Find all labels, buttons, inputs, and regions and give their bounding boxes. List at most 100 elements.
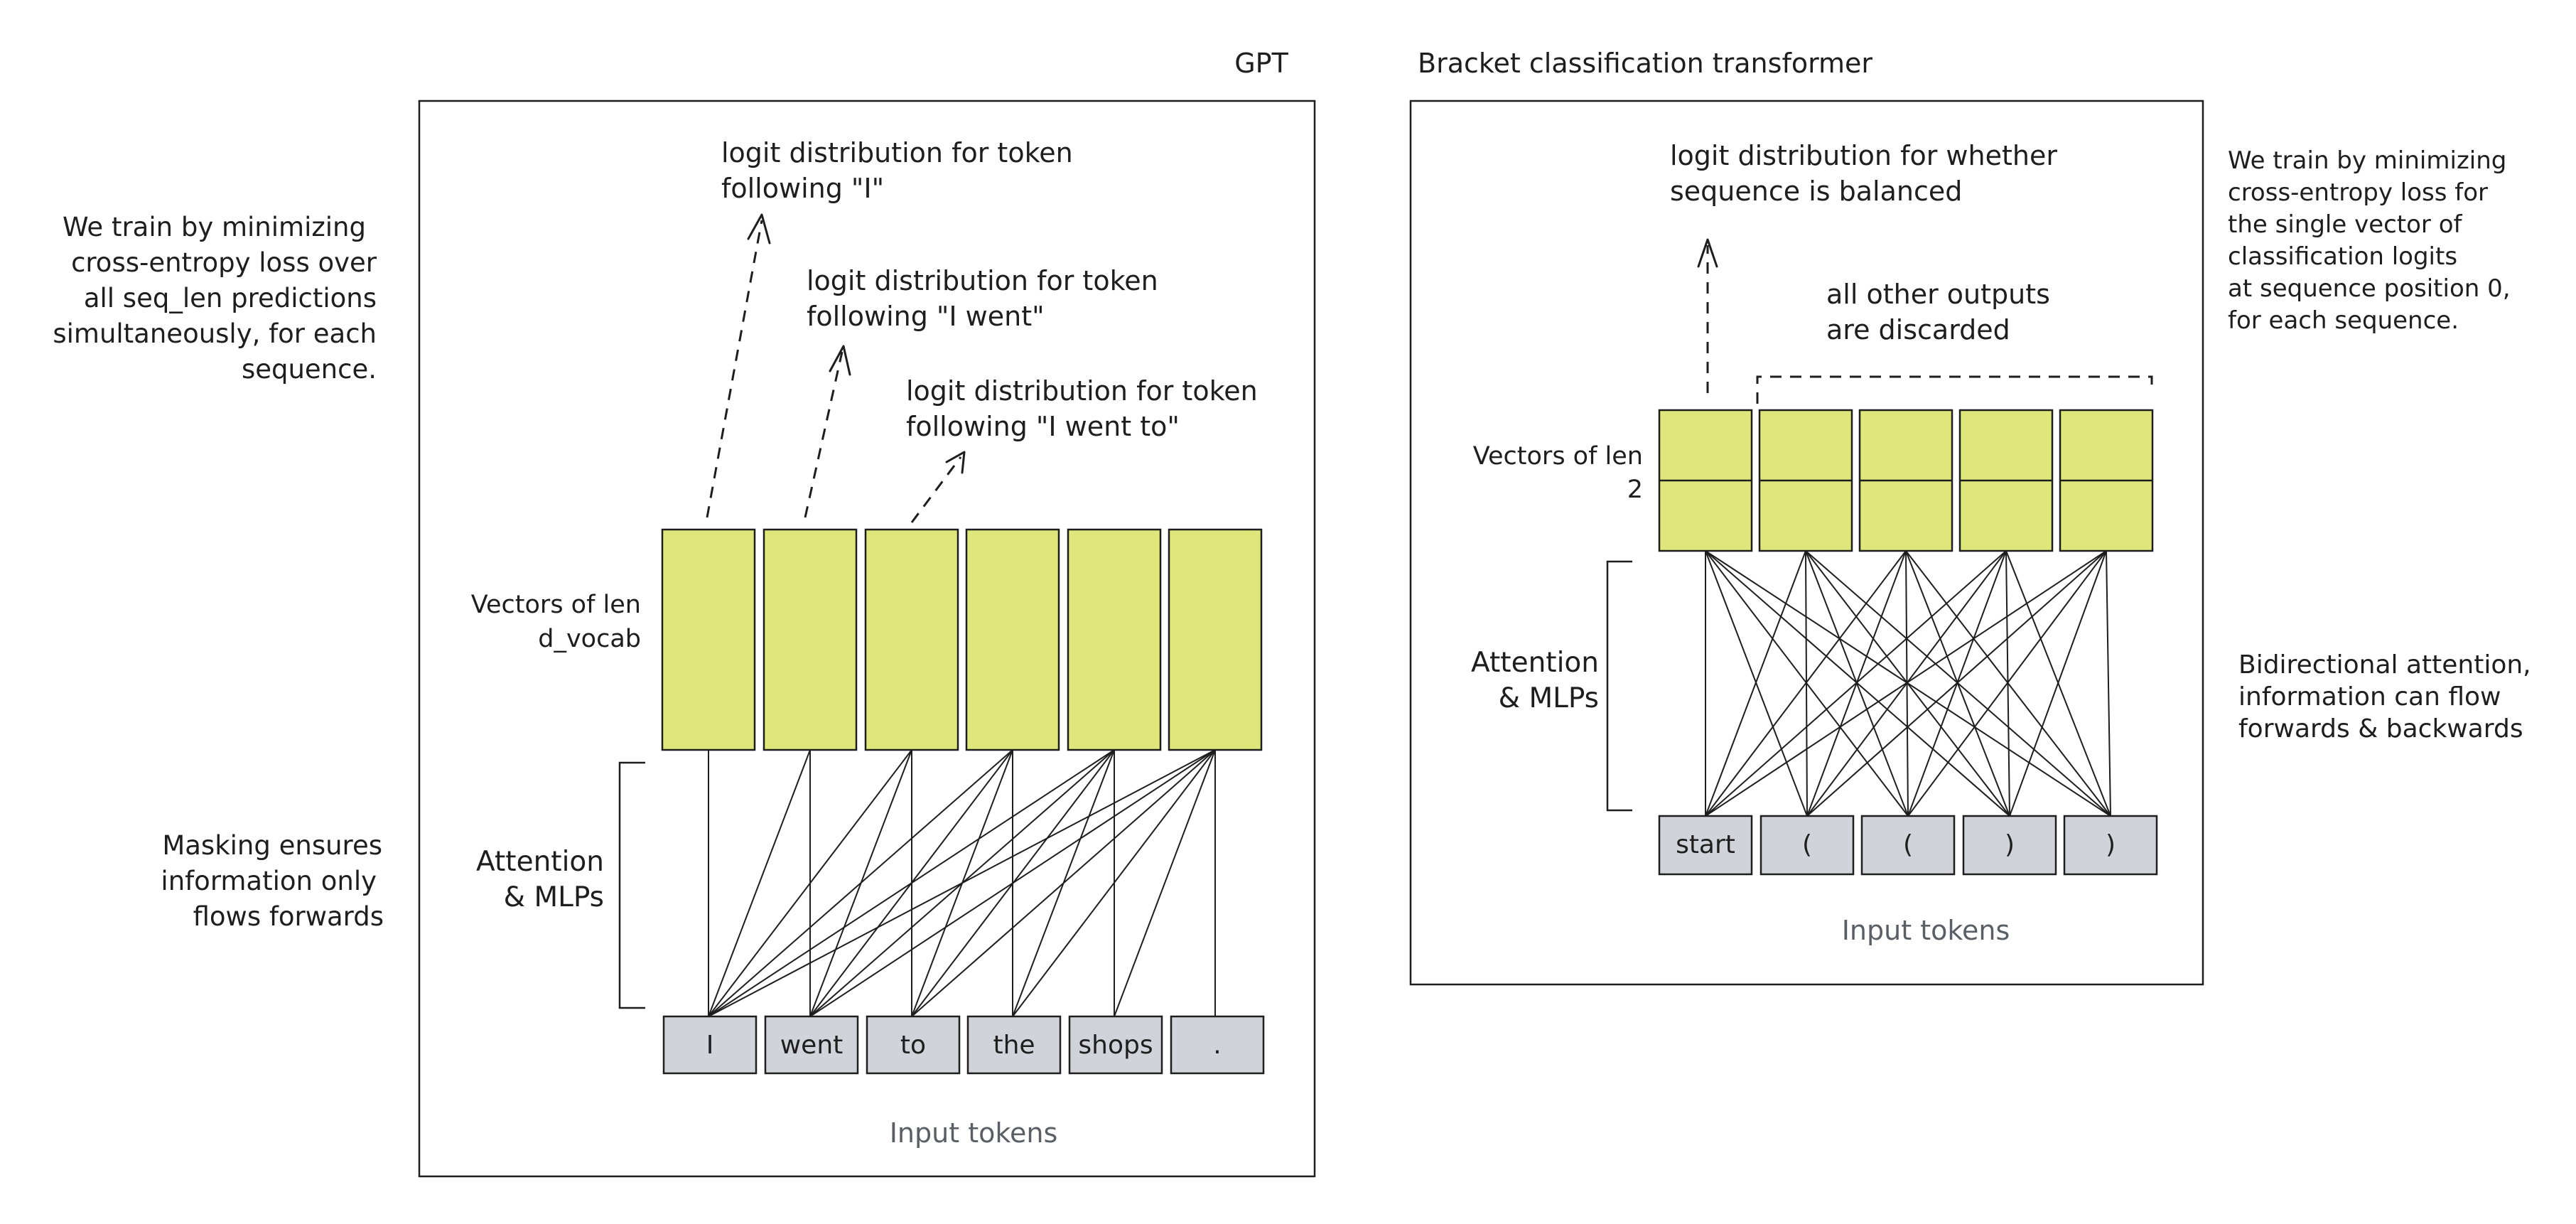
gpt-logit-label-line: following "I went" xyxy=(807,301,1045,332)
gpt-attention-line xyxy=(809,749,1216,1017)
gpt-attention-line xyxy=(708,749,1216,1017)
gpt-title: GPT xyxy=(1234,48,1288,79)
bracket-training-note-line: at sequence position 0, xyxy=(2228,274,2511,303)
gpt-attention-line xyxy=(1114,749,1216,1017)
gpt-masking-note-line: Masking ensures xyxy=(162,830,382,861)
bracket-token-text: ( xyxy=(1903,830,1913,859)
gpt-attention-label-line: Attention xyxy=(476,846,604,878)
bracket-bidirectional-note-line: information can flow xyxy=(2238,682,2501,712)
gpt-masking-note-line: flows forwards xyxy=(193,901,384,932)
bracket-attention-line xyxy=(1806,550,2107,817)
gpt-token-text: to xyxy=(900,1031,926,1060)
gpt-token-text: went xyxy=(780,1031,844,1060)
gpt-logit-label-line: following "I went to" xyxy=(906,411,1180,442)
bracket-training-note-line: We train by minimizing xyxy=(2228,146,2506,175)
gpt-token-text: . xyxy=(1213,1031,1221,1060)
bracket-token-box xyxy=(2063,815,2158,876)
gpt-attention-bracket xyxy=(618,761,645,1009)
gpt-output-vector xyxy=(661,528,756,751)
bracket-training-note: We train by minimizing cross-entropy los… xyxy=(2228,146,2511,335)
gpt-token-box xyxy=(1170,1015,1265,1075)
bracket-token-text: ) xyxy=(2005,830,2015,859)
bracket-input-tokens-label: Input tokens xyxy=(1842,915,2010,946)
bracket-attention-label-line: Attention xyxy=(1471,647,1599,679)
bracket-bidirectional-note: Bidirectional attention, information can… xyxy=(2238,650,2531,743)
bracket-attention-line xyxy=(2009,550,2107,817)
gpt-output-vector xyxy=(762,528,858,751)
gpt-training-note-line: We train by minimizing xyxy=(63,212,366,242)
gpt-training-note: We train by minimizing cross-entropy los… xyxy=(53,212,377,385)
gpt-logit-label-line: logit distribution for token xyxy=(721,137,1073,168)
bracket-attention-label-line: & MLPs xyxy=(1499,682,1599,714)
gpt-masking-note: Masking ensures information only flows f… xyxy=(161,830,384,932)
gpt-logit-label-line: logit distribution for token xyxy=(906,375,1258,407)
bracket-discarded-label-line: are discarded xyxy=(1826,314,2010,345)
bracket-bidirectional-note-line: Bidirectional attention, xyxy=(2238,650,2531,680)
gpt-attention-label-line: & MLPs xyxy=(504,881,604,913)
gpt-logit-arrow xyxy=(706,220,763,518)
bracket-vectors-label-line: 2 xyxy=(1627,476,1643,504)
gpt-training-note-line: sequence. xyxy=(242,354,377,385)
bracket-attention-line xyxy=(1907,550,2107,817)
bracket-token-text: start xyxy=(1676,830,1735,859)
bracket-attention-label: Attention & MLPs xyxy=(1471,647,1599,714)
bracket-logit-arrowhead xyxy=(1697,238,1718,268)
bracket-token-box xyxy=(1860,815,1956,876)
gpt-attention-line xyxy=(708,749,1115,1017)
bracket-token-box xyxy=(1658,815,1753,876)
gpt-output-vector xyxy=(1067,528,1162,751)
gpt-logit-arrow xyxy=(910,456,962,523)
gpt-output-vector xyxy=(1168,528,1263,751)
gpt-token-box xyxy=(662,1015,758,1075)
gpt-panel-frame xyxy=(418,100,1316,1178)
bracket-token-text: ) xyxy=(2106,830,2116,859)
gpt-logit-label-line: following "I" xyxy=(721,173,884,204)
gpt-token-text: the xyxy=(993,1031,1035,1060)
bracket-input-tokens: start ( ( ) ) xyxy=(1658,815,2158,876)
bracket-attention-bracket xyxy=(1606,560,1632,812)
gpt-attention-line xyxy=(911,749,1216,1017)
bracket-bidirectional-note-line: forwards & backwards xyxy=(2238,714,2523,743)
gpt-token-box xyxy=(1068,1015,1163,1075)
bracket-logit-label-line: sequence is balanced xyxy=(1670,176,1962,207)
bracket-attention-line xyxy=(1705,550,2107,817)
bracket-logit-label-line: logit distribution for whether xyxy=(1670,140,2057,171)
gpt-logit-labels: logit distribution for token following "… xyxy=(721,137,1258,442)
gpt-input-tokens-label: Input tokens xyxy=(890,1117,1058,1149)
gpt-token-box xyxy=(764,1015,859,1075)
bracket-token-box xyxy=(1759,815,1855,876)
gpt-training-note-line: simultaneously, for each xyxy=(53,318,377,349)
bracket-bidirectional-connections xyxy=(1705,550,2111,817)
gpt-attention-line xyxy=(708,749,1013,1017)
gpt-token-box xyxy=(866,1015,961,1075)
gpt-output-vectors xyxy=(661,528,1263,751)
bracket-training-note-line: the single vector of xyxy=(2228,210,2463,239)
bracket-training-note-line: cross-entropy loss for xyxy=(2228,178,2488,207)
bracket-vectors-label: Vectors of len 2 xyxy=(1473,442,1643,504)
gpt-vectors-label-line: d_vocab xyxy=(538,625,641,653)
gpt-logit-label-line: logit distribution for token xyxy=(807,265,1158,296)
bracket-discarded-label-line: all other outputs xyxy=(1826,279,2050,310)
bracket-training-note-line: classification logits xyxy=(2228,242,2457,271)
bracket-panel-frame xyxy=(1409,100,2204,986)
bracket-attention-line xyxy=(1705,550,1806,817)
bracket-vectors-label-line: Vectors of len xyxy=(1473,442,1643,471)
gpt-attention-label: Attention & MLPs xyxy=(476,846,604,913)
bracket-attention-line xyxy=(1705,550,1907,817)
gpt-input-tokens: I went to the shops . xyxy=(662,1015,1265,1075)
gpt-logit-arrow xyxy=(804,351,844,518)
gpt-logit-arrowhead xyxy=(829,345,851,376)
gpt-output-vector xyxy=(965,528,1060,751)
gpt-attention-line xyxy=(708,749,811,1017)
bracket-token-text: ( xyxy=(1802,830,1812,859)
gpt-attention-line xyxy=(1012,749,1216,1017)
bracket-discarded-label: all other outputs are discarded xyxy=(1826,279,2050,345)
gpt-logit-arrowhead xyxy=(747,213,771,245)
gpt-attention-line xyxy=(708,749,912,1017)
bracket-title: Bracket classification transformer xyxy=(1418,48,1872,79)
gpt-logit-arrowhead xyxy=(945,451,966,474)
gpt-token-box xyxy=(966,1015,1062,1075)
bracket-attention-line xyxy=(2106,550,2111,817)
gpt-masking-note-line: information only xyxy=(161,866,377,896)
